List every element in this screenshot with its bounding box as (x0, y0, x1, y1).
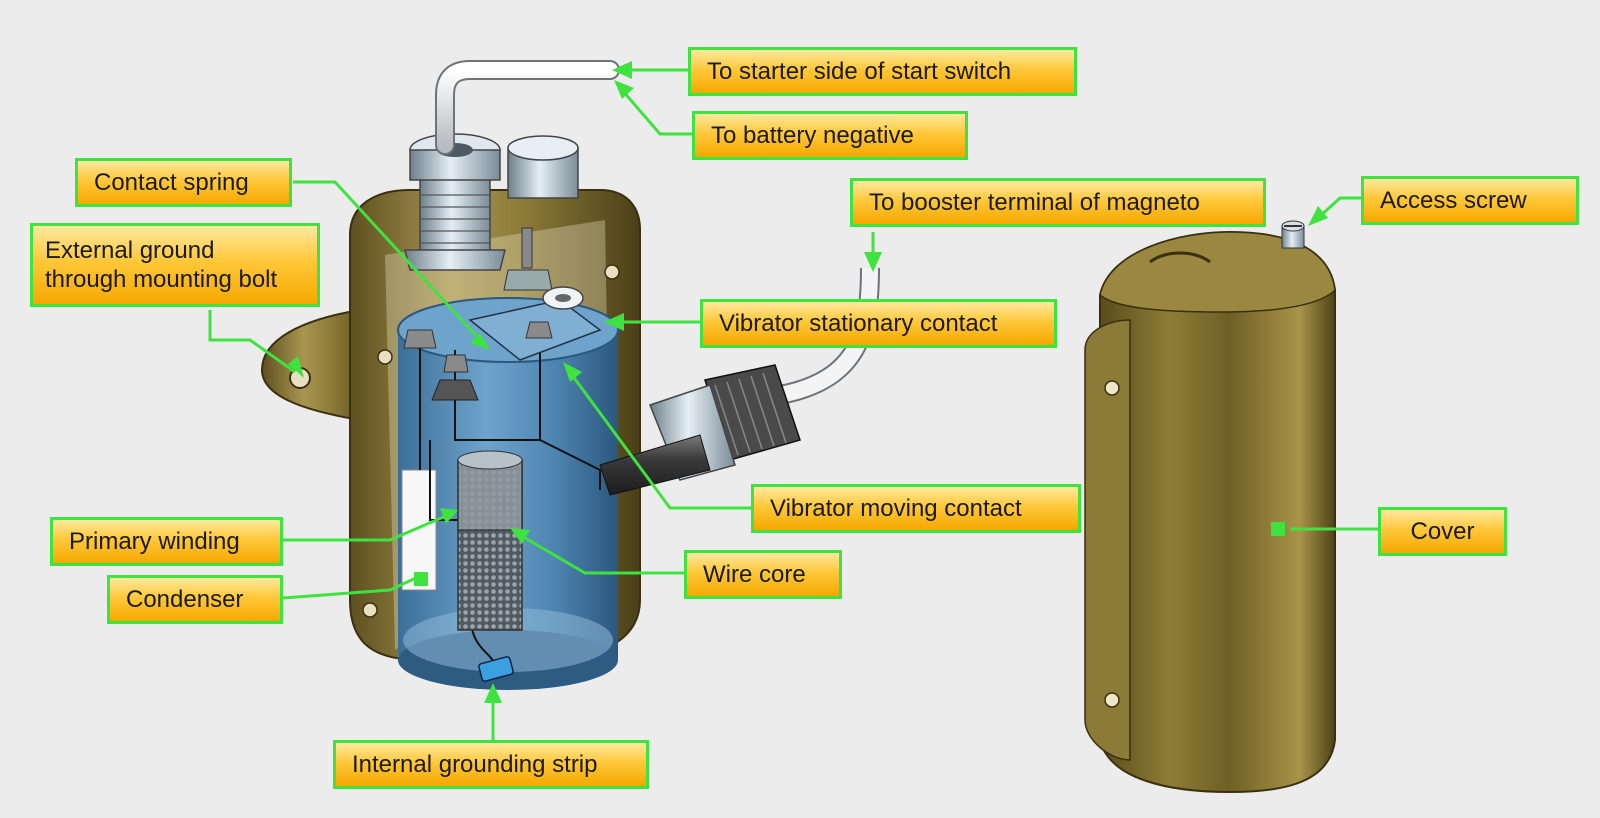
coil-body (397, 297, 619, 690)
label-external-ground: External ground through mounting bolt (30, 223, 320, 307)
label-external-ground-line2: through mounting bolt (45, 266, 278, 293)
label-moving-contact: Vibrator moving contact (751, 484, 1081, 533)
primary-winding-coil (457, 459, 523, 531)
label-primary-winding: Primary winding (50, 517, 283, 566)
leader-arrowheads (288, 61, 1328, 703)
top-terminals (403, 133, 602, 401)
label-battery-negative: To battery negative (692, 111, 968, 160)
label-contact-spring: Contact spring (75, 158, 292, 207)
label-external-ground-line1: External ground (45, 237, 215, 264)
label-stationary-contact: Vibrator stationary contact (700, 299, 1057, 348)
starter-cable-shadow (435, 60, 620, 155)
label-condenser: Condenser (107, 575, 283, 624)
label-grounding-strip: Internal grounding strip (333, 740, 649, 789)
starter-cable (437, 62, 618, 153)
label-starter-side: To starter side of start switch (688, 47, 1077, 96)
label-access-screw: Access screw (1361, 176, 1579, 225)
grounding-strip (478, 656, 514, 682)
label-cover: Cover (1378, 507, 1507, 556)
booster-cable (778, 267, 878, 403)
label-booster-terminal: To booster terminal of magneto (850, 178, 1266, 227)
leader-lines (208, 68, 1378, 740)
cover-body (1084, 220, 1336, 794)
label-wire-core: Wire core (684, 550, 842, 599)
side-connector (599, 364, 801, 496)
